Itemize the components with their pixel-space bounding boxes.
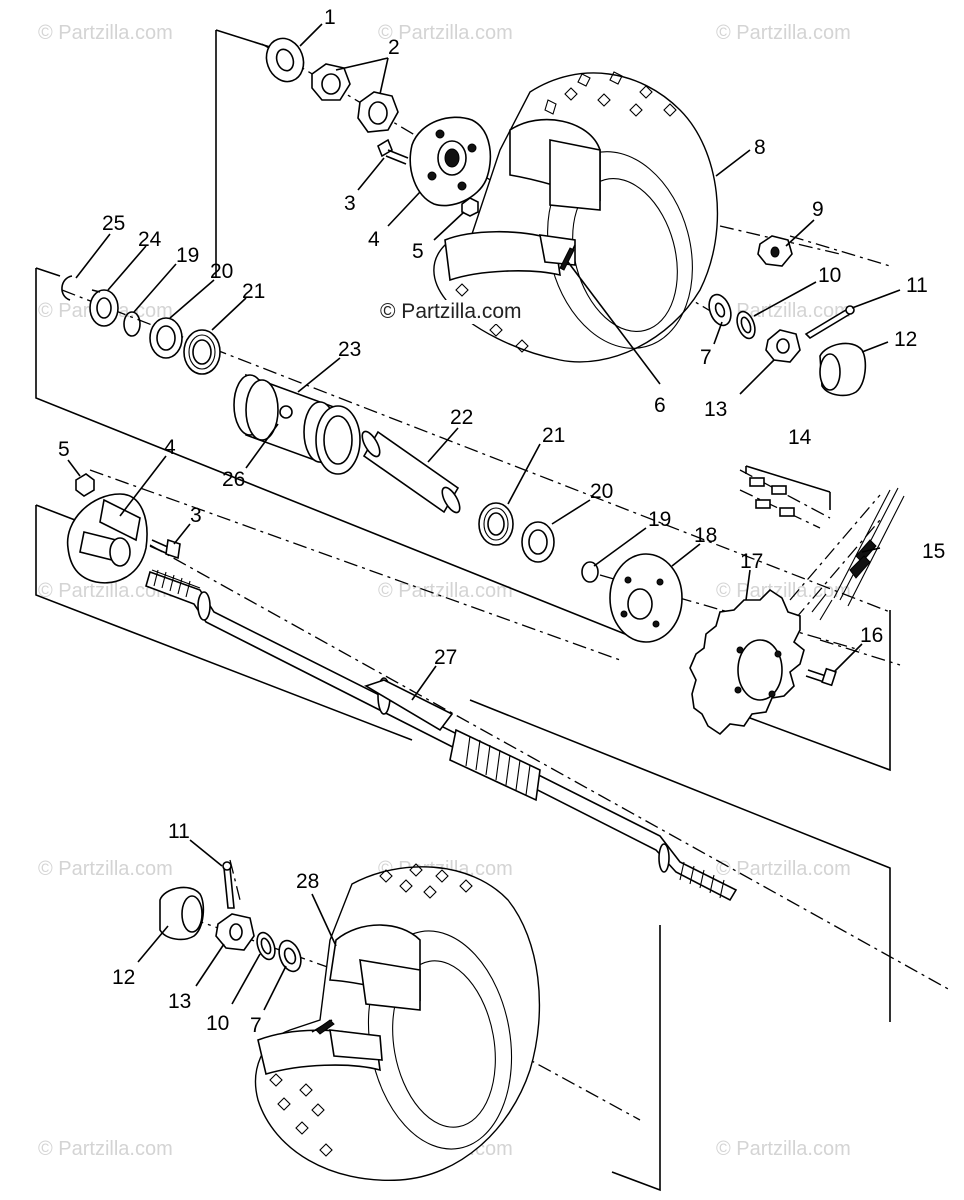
label-10-lower: 10	[206, 1012, 229, 1035]
part-hub-18	[609, 553, 683, 643]
part-washer-10-upper	[736, 310, 756, 340]
part-oring-19-right	[581, 561, 599, 583]
part-lugnut-5-upper	[461, 197, 479, 217]
part-carrier-23	[233, 373, 361, 475]
label-5-lower: 5	[58, 438, 70, 461]
label-17: 17	[740, 550, 763, 573]
part-washer-10-lower	[256, 931, 276, 961]
label-8: 8	[754, 136, 766, 159]
watermark-3: © Partzilla.com	[716, 22, 851, 44]
label-3-lower: 3	[190, 504, 202, 527]
part-snapring-25	[61, 275, 73, 301]
watermark-8: © Partzilla.com	[716, 580, 851, 602]
watermark-11: © Partzilla.com	[716, 858, 851, 880]
label-2: 2	[388, 36, 400, 59]
part-oring-19-left	[123, 311, 141, 337]
lower-plane-outline	[35, 504, 891, 1192]
label-9: 9	[812, 198, 824, 221]
label-13-lower: 13	[168, 990, 191, 1013]
label-10-upper: 10	[818, 264, 841, 287]
part-lugnut-5-lower	[75, 473, 95, 497]
watermark-14: © Partzilla.com	[716, 1138, 851, 1160]
part-bearing-21-left	[183, 329, 221, 375]
part-number-labels: 1 2 3 4 5 6 7 8 9 10 11 12 13 14 15 16 1…	[58, 6, 945, 1037]
label-21-left: 21	[242, 280, 265, 303]
part-seal-24	[89, 289, 119, 327]
watermark-12: © Partzilla.com	[38, 1138, 173, 1160]
label-7-lower: 7	[250, 1014, 262, 1037]
part-cap-12-lower	[159, 886, 205, 941]
part-cotterpin-11-lower	[222, 861, 235, 909]
label-13-upper: 13	[704, 398, 727, 421]
label-5-upper: 5	[412, 240, 424, 263]
part-washer-7-upper	[708, 293, 732, 327]
part-clip-14	[745, 465, 831, 517]
part-tire-28	[254, 863, 541, 1181]
part-bearing-21-right	[478, 502, 514, 546]
label-3-upper: 3	[344, 192, 356, 215]
label-28: 28	[296, 870, 319, 893]
watermark-1: © Partzilla.com	[38, 22, 173, 44]
part-nut-9	[757, 235, 793, 267]
part-bolt-16	[805, 667, 837, 687]
label-18: 18	[694, 524, 717, 547]
part-chain-15	[811, 487, 905, 621]
label-20-right: 20	[590, 480, 613, 503]
label-11-upper: 11	[906, 274, 928, 297]
part-nut-2b	[357, 91, 399, 133]
part-tire-8	[433, 71, 719, 363]
watermark-center: © Partzilla.com	[380, 300, 522, 324]
watermark-9: © Partzilla.com	[38, 858, 173, 880]
label-12-upper: 12	[894, 328, 917, 351]
label-23: 23	[338, 338, 361, 361]
part-bolt-3-upper	[377, 138, 409, 165]
part-sprocket-17	[689, 588, 805, 736]
label-25: 25	[102, 212, 125, 235]
label-24: 24	[138, 228, 162, 251]
label-16: 16	[860, 624, 883, 647]
label-6: 6	[654, 394, 666, 417]
part-seal-20-left	[149, 317, 183, 359]
part-bolt-3-lower	[149, 538, 181, 560]
label-19-right: 19	[648, 508, 671, 531]
label-19-left: 19	[176, 244, 199, 267]
label-4-upper: 4	[368, 228, 380, 251]
label-20-left: 20	[210, 260, 233, 283]
watermark-7: © Partzilla.com	[378, 580, 513, 602]
part-cotterpin-11-upper	[804, 305, 855, 340]
label-14: 14	[788, 426, 812, 449]
label-1: 1	[324, 6, 336, 29]
watermark-2: © Partzilla.com	[378, 22, 513, 44]
part-hub-4-lower	[66, 493, 148, 584]
part-washer-1	[265, 37, 305, 83]
part-washer-7-lower	[278, 939, 302, 973]
watermark-6: © Partzilla.com	[38, 580, 173, 602]
label-11-lower: 11	[168, 820, 190, 843]
part-nut-2a	[311, 63, 351, 101]
part-hub-4-upper	[409, 116, 492, 207]
label-27: 27	[434, 646, 457, 669]
part-seal-20-right	[521, 521, 555, 563]
part-castlenut-13-lower	[215, 913, 255, 951]
label-26: 26	[222, 468, 245, 491]
label-12-lower: 12	[112, 966, 135, 989]
label-7-upper: 7	[700, 346, 712, 369]
part-axle-27	[145, 569, 738, 902]
part-castlenut-13-upper	[765, 329, 801, 363]
label-4-lower: 4	[164, 436, 176, 459]
part-tube-22	[361, 430, 461, 514]
label-22: 22	[450, 406, 473, 429]
label-15: 15	[922, 540, 945, 563]
part-cap-12-upper	[819, 342, 867, 397]
leader-lines	[67, 23, 901, 1011]
label-21-right: 21	[542, 424, 565, 447]
